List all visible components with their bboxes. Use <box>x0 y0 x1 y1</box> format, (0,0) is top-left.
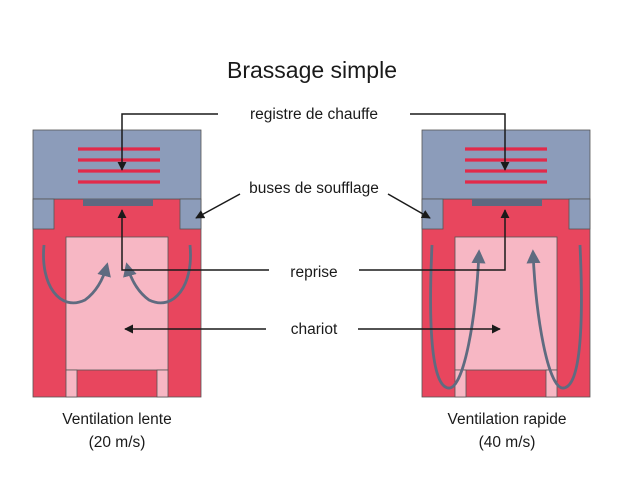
caption-fast-speed: (40 m/s) <box>479 434 536 451</box>
airflow-arrows <box>42 244 192 305</box>
cart-wheel-right <box>156 369 169 398</box>
airflow-arrows <box>429 244 583 390</box>
oven-housing <box>421 129 591 200</box>
label-return: reprise <box>290 264 337 281</box>
heating-register <box>465 147 547 184</box>
cart <box>454 236 558 371</box>
blow-nozzle-left <box>32 198 55 230</box>
return-duct <box>83 199 153 206</box>
oven-fast <box>421 129 591 398</box>
blow-nozzle-right <box>179 198 202 230</box>
caption-slow-title: Ventilation lente <box>62 411 171 428</box>
cart-wheel-left <box>65 369 78 398</box>
label-blow-nozzles: buses de soufflage <box>249 180 379 197</box>
leader-heating-register <box>117 113 510 171</box>
oven-housing <box>32 129 202 200</box>
oven-slow <box>32 129 202 398</box>
cart <box>65 236 169 371</box>
caption-slow-speed: (20 m/s) <box>89 434 146 451</box>
leader-return <box>117 209 510 271</box>
diagram-title: Brassage simple <box>227 57 397 83</box>
leader-blow-nozzles <box>195 193 431 219</box>
blow-nozzle-right <box>568 198 591 230</box>
caption-fast-title: Ventilation rapide <box>448 411 567 428</box>
label-heating-register: registre de chauffe <box>250 106 378 123</box>
return-duct <box>472 199 542 206</box>
blow-nozzle-left <box>421 198 444 230</box>
heating-register <box>78 147 160 184</box>
label-cart: chariot <box>291 321 338 338</box>
